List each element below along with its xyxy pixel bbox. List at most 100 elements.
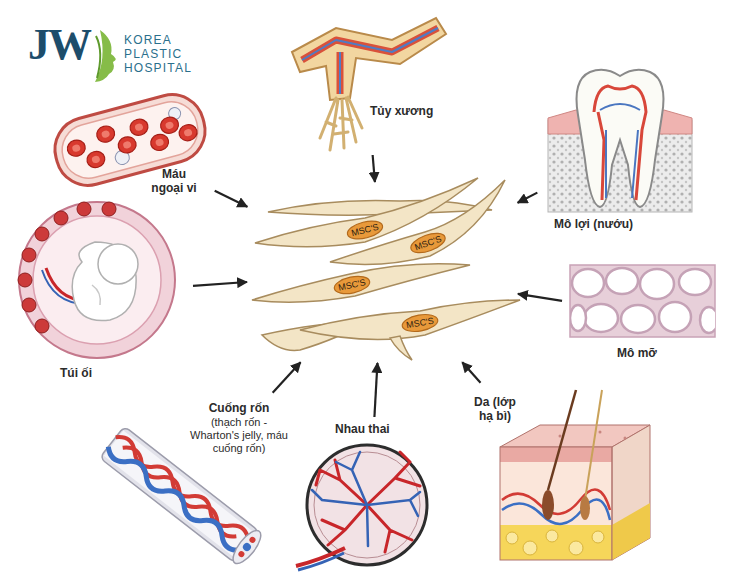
fat-tissue-part bbox=[570, 268, 715, 333]
msc-cells-part-part bbox=[401, 312, 439, 334]
amniotic-sac-part-part bbox=[22, 248, 36, 262]
umbilical-cord-part bbox=[105, 442, 245, 555]
skin-block-part bbox=[542, 490, 554, 520]
amniotic-sac-part-part bbox=[77, 202, 91, 216]
msc-cluster: MSC'S MSC'S MSC'S MSC'S bbox=[250, 185, 515, 360]
blood-vessel-part bbox=[48, 87, 212, 192]
source-label: Túi ối bbox=[60, 366, 120, 380]
amniotic-sac-part-part bbox=[22, 298, 36, 312]
msc-cells-part-part bbox=[408, 229, 447, 256]
cell-label: MSC'S bbox=[413, 234, 442, 253]
skin-block-part bbox=[502, 500, 610, 524]
source-label: Tủy xương bbox=[370, 104, 440, 118]
placenta bbox=[296, 445, 427, 570]
source-arrow bbox=[373, 155, 375, 182]
cell-label: MSC'S bbox=[405, 316, 434, 331]
bone-marrow-source: Tủy xương bbox=[285, 12, 448, 152]
blood-vessel-part bbox=[116, 135, 138, 155]
bone-part bbox=[292, 18, 446, 100]
placenta-part bbox=[298, 553, 344, 570]
skin-block-part-part bbox=[546, 530, 558, 542]
blood-vessel-part bbox=[66, 138, 88, 158]
fat-tissue-part-part bbox=[659, 302, 691, 332]
msc-cells-part-part bbox=[346, 218, 385, 242]
placenta-part bbox=[307, 445, 427, 565]
amniotic-sac-part-part bbox=[18, 273, 32, 287]
fat-tissue-part bbox=[570, 265, 715, 337]
source-arrow bbox=[215, 191, 248, 207]
msc-cells-part-part bbox=[333, 273, 372, 296]
skin-block-part bbox=[506, 530, 604, 555]
source-arrow bbox=[518, 193, 538, 203]
blood-source: Máu ngoại vi bbox=[50, 95, 212, 205]
umbilical-cord-part bbox=[228, 526, 265, 567]
logo-name: KOREA PLASTIC HOSPITAL bbox=[124, 33, 210, 75]
source-arrow bbox=[374, 363, 377, 417]
tooth-part bbox=[594, 86, 646, 200]
logo-mark-text: JW bbox=[28, 20, 90, 70]
msc-cells-part bbox=[330, 180, 505, 264]
blood-vessel bbox=[48, 87, 212, 192]
amniotic-sac-part-part bbox=[35, 227, 49, 241]
skin-block-part-part bbox=[599, 431, 602, 434]
skin-block-part bbox=[612, 503, 650, 560]
bone bbox=[292, 18, 446, 150]
skin-block-part bbox=[585, 390, 602, 500]
placenta-source: Nhau thai bbox=[290, 420, 450, 572]
msc-cells-part bbox=[300, 300, 520, 339]
blood-vessel-part bbox=[128, 117, 150, 137]
source-arrow bbox=[273, 362, 301, 393]
fat-tissue-part-part bbox=[584, 304, 618, 332]
fat-tissue-part-part bbox=[700, 307, 715, 333]
fat-tissue bbox=[570, 265, 718, 337]
skin-block-part bbox=[500, 462, 612, 525]
msc-cells-part bbox=[268, 200, 492, 215]
msc-cells-part bbox=[333, 218, 448, 334]
fat-source: Mô mỡ bbox=[565, 262, 720, 365]
skin-block-part-part bbox=[559, 435, 562, 438]
logo-mark-part bbox=[96, 36, 100, 78]
cord-source: Cuống rốn(thạch rốn - Wharton's jelly, m… bbox=[95, 395, 291, 565]
skin-block-part-part bbox=[569, 541, 583, 555]
amniotic-sac-part bbox=[98, 244, 138, 284]
source-label: Mô lợi (nướu) bbox=[554, 217, 664, 231]
source-label: Cuống rốn bbox=[190, 401, 288, 415]
msc-cells-part bbox=[390, 336, 412, 360]
amniotic-sac-part-part bbox=[54, 211, 68, 225]
amniotic-sac bbox=[18, 202, 175, 358]
bone-part bbox=[320, 97, 362, 150]
skin-block-part bbox=[548, 390, 576, 490]
blood-vessel-part bbox=[177, 123, 199, 143]
fat-tissue-part-part bbox=[606, 268, 638, 294]
skin-block-part-part bbox=[523, 541, 537, 555]
umbilical-cord-part bbox=[237, 550, 245, 558]
skin-block-part-part bbox=[624, 437, 627, 440]
msc-cells bbox=[252, 178, 520, 360]
source-arrow bbox=[462, 362, 480, 383]
fat-tissue-part-part bbox=[621, 305, 655, 333]
skin-source: Da (lớp hạ bì) bbox=[465, 385, 660, 565]
fat-tissue-part-part bbox=[640, 269, 674, 299]
source-label: Da (lớp hạ bì) bbox=[470, 395, 520, 423]
source-label: Máu ngoại vi bbox=[148, 167, 200, 195]
skin-block-part-part bbox=[592, 531, 604, 543]
skin-block bbox=[500, 390, 650, 560]
blood-vessel-part bbox=[85, 149, 107, 169]
cell-label: MSC'S bbox=[337, 277, 366, 293]
amniotic-source: Túi ối bbox=[5, 200, 190, 385]
cell-label: MSC'S bbox=[350, 222, 379, 238]
amniotic-sac-part bbox=[92, 285, 100, 305]
logo-mark-part bbox=[95, 30, 116, 82]
blood-vessel-part bbox=[149, 132, 171, 152]
source-label: Mô mỡ bbox=[617, 346, 677, 360]
skin-block-part-part bbox=[506, 532, 518, 544]
blood-vessel-part bbox=[159, 115, 181, 135]
umbilical-cord-part bbox=[248, 536, 256, 544]
amniotic-sac-part-part bbox=[35, 319, 49, 333]
skin-block-part bbox=[500, 525, 612, 560]
fat-tissue-part-part bbox=[570, 305, 586, 331]
skin-block-part bbox=[612, 425, 650, 560]
